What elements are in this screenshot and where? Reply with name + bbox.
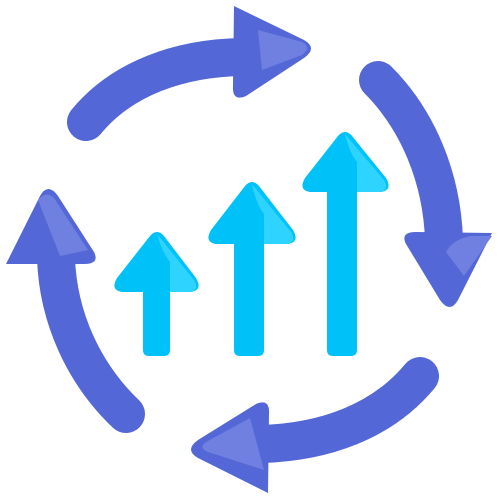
cycle-arrows-icon: [6, 6, 492, 493]
growth-arrows-icon: [114, 132, 389, 356]
medium-up-arrow-icon: [208, 182, 296, 356]
cycle-arrow-left-icon: [6, 189, 145, 433]
cycle-arrow-bottom-icon: [191, 357, 439, 493]
cycle-arrow-top-icon: [67, 6, 311, 141]
short-up-arrow-icon: [114, 232, 199, 356]
cycle-arrow-right-icon: [359, 61, 492, 307]
tall-up-arrow-icon: [302, 132, 389, 356]
